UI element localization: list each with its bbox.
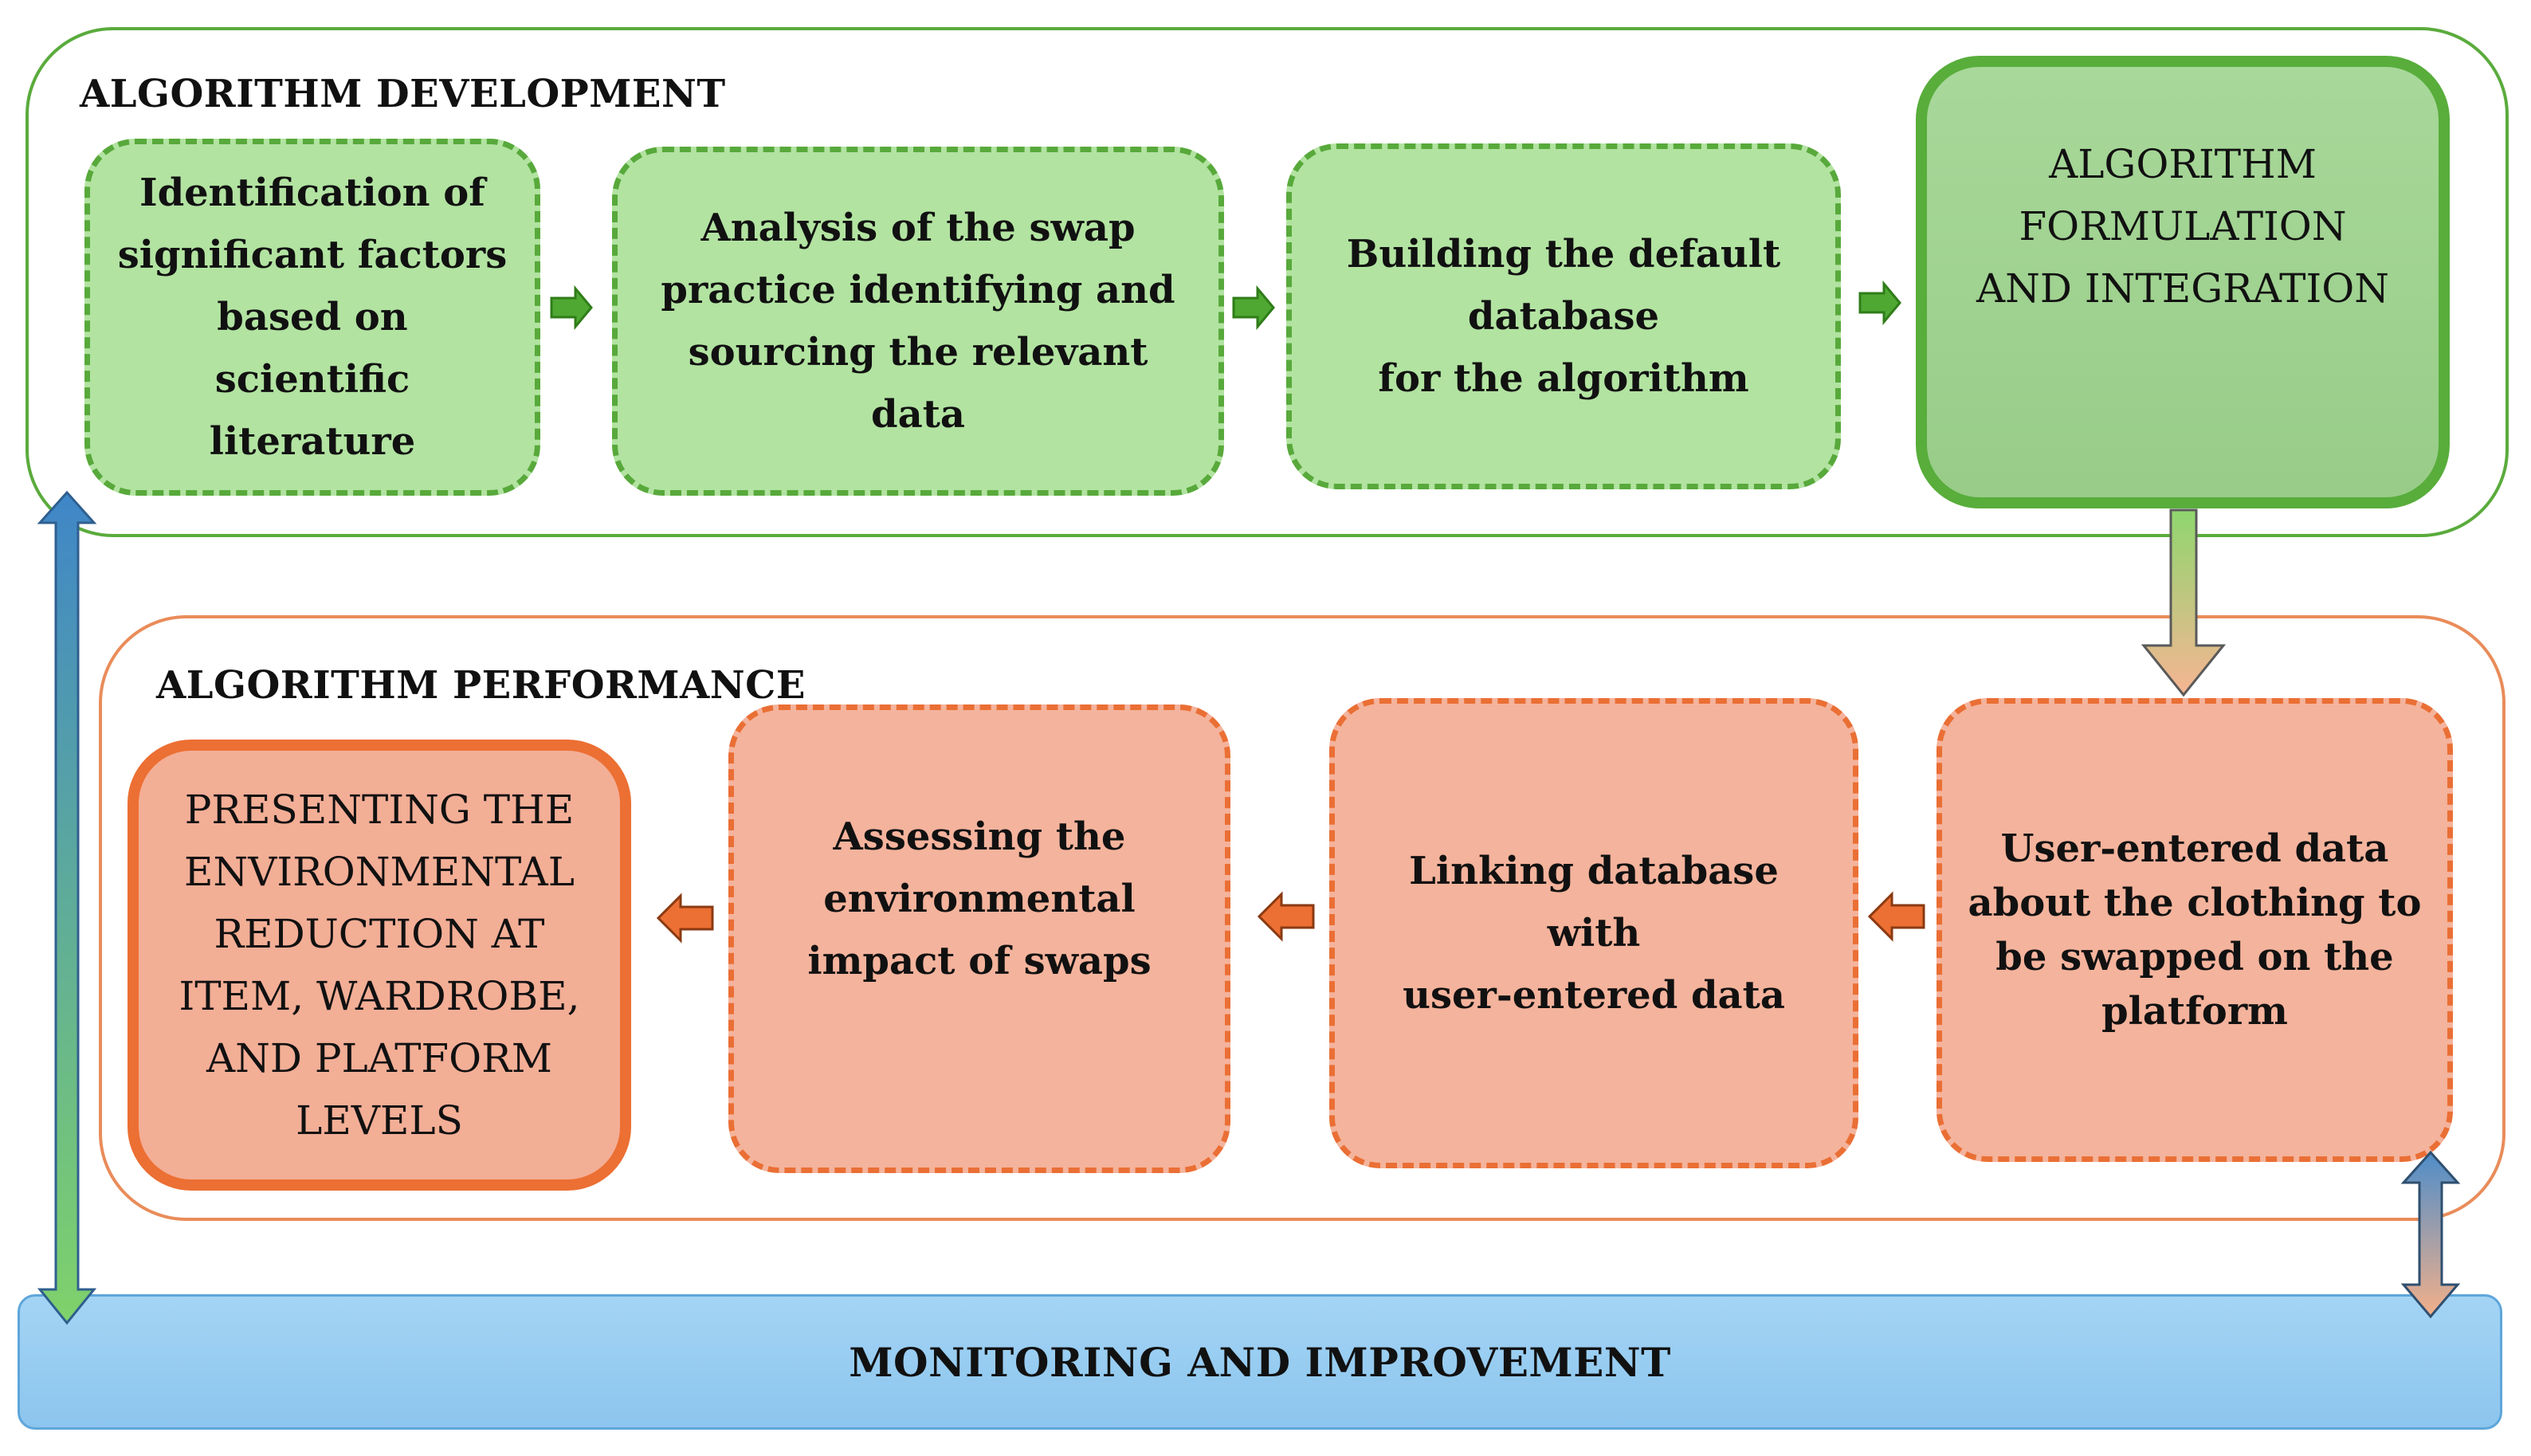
step-text-line: user-entered data [1403, 973, 1785, 1018]
step-text-line: Building the default [1346, 232, 1781, 277]
step-assessing-environmental-impact: Assessing the environmental impact of sw… [728, 704, 1230, 1173]
step-identification-factors: Identification of significant factors ba… [84, 139, 540, 496]
step-text-line: impact of swaps [807, 939, 1152, 983]
algorithm-development-section [26, 27, 2509, 537]
step-text-line: ITEM, WARDROBE, [179, 973, 580, 1019]
algorithm-formulation-integration-box: ALGORITHM FORMULATION AND INTEGRATION [1916, 56, 2450, 508]
step-text-line: environmental [823, 877, 1136, 921]
step-text-line: database [1467, 294, 1660, 339]
step-text-line: Assessing the [833, 814, 1126, 859]
step-text-line: platform [2101, 989, 2288, 1034]
step-text-line: AND INTEGRATION [1976, 265, 2389, 312]
step-text-line: PRESENTING THE [184, 787, 575, 833]
step-text-line: Identification of [139, 171, 485, 215]
step-text-line: be swapped on the [1995, 935, 2394, 979]
step-user-entered-data: User-entered data about the clothing to … [1937, 698, 2453, 1162]
step-text-line: REDUCTION AT [214, 911, 545, 957]
double-arrow-left-icon [37, 490, 97, 1325]
step-text-line: ALGORITHM [2049, 141, 2317, 187]
step-text-line: practice identifying and [661, 268, 1175, 312]
algorithm-performance-section [99, 615, 2505, 1221]
step-linking-database: Linking database with user-entered data [1329, 698, 1858, 1168]
step-text-line: based on scientific [214, 295, 410, 402]
algorithm-development-title: ALGORITHM DEVELOPMENT [80, 72, 726, 116]
step-analysis-swap-practice: Analysis of the swap practice identifyin… [612, 147, 1224, 496]
step-text-line: significant factors [117, 233, 508, 277]
step-text-line: sourcing the relevant data [688, 330, 1148, 437]
presenting-environmental-reduction-box: PRESENTING THE ENVIRONMENTAL REDUCTION A… [128, 740, 631, 1191]
step-text-line: FORMULATION [2019, 203, 2347, 249]
step-text-line: AND PLATFORM [206, 1035, 552, 1081]
monitoring-label: MONITORING AND IMPROVEMENT [849, 1338, 1671, 1386]
step-text-line: ENVIRONMENTAL [184, 849, 575, 895]
step-text-line: literature [209, 419, 416, 464]
step-text-line: about the clothing to [1968, 881, 2422, 925]
step-building-default-database: Building the default database for the al… [1286, 143, 1841, 489]
step-text-line: Analysis of the swap [700, 206, 1136, 250]
step-text-line: LEVELS [296, 1097, 463, 1144]
algorithm-performance-title: ALGORITHM PERFORMANCE [156, 663, 806, 708]
monitoring-improvement-bar: MONITORING AND IMPROVEMENT [18, 1294, 2502, 1430]
step-text-line: User-entered data [2000, 826, 2389, 871]
step-text-line: for the algorithm [1378, 356, 1749, 401]
step-text-line: Linking database with [1409, 849, 1779, 956]
